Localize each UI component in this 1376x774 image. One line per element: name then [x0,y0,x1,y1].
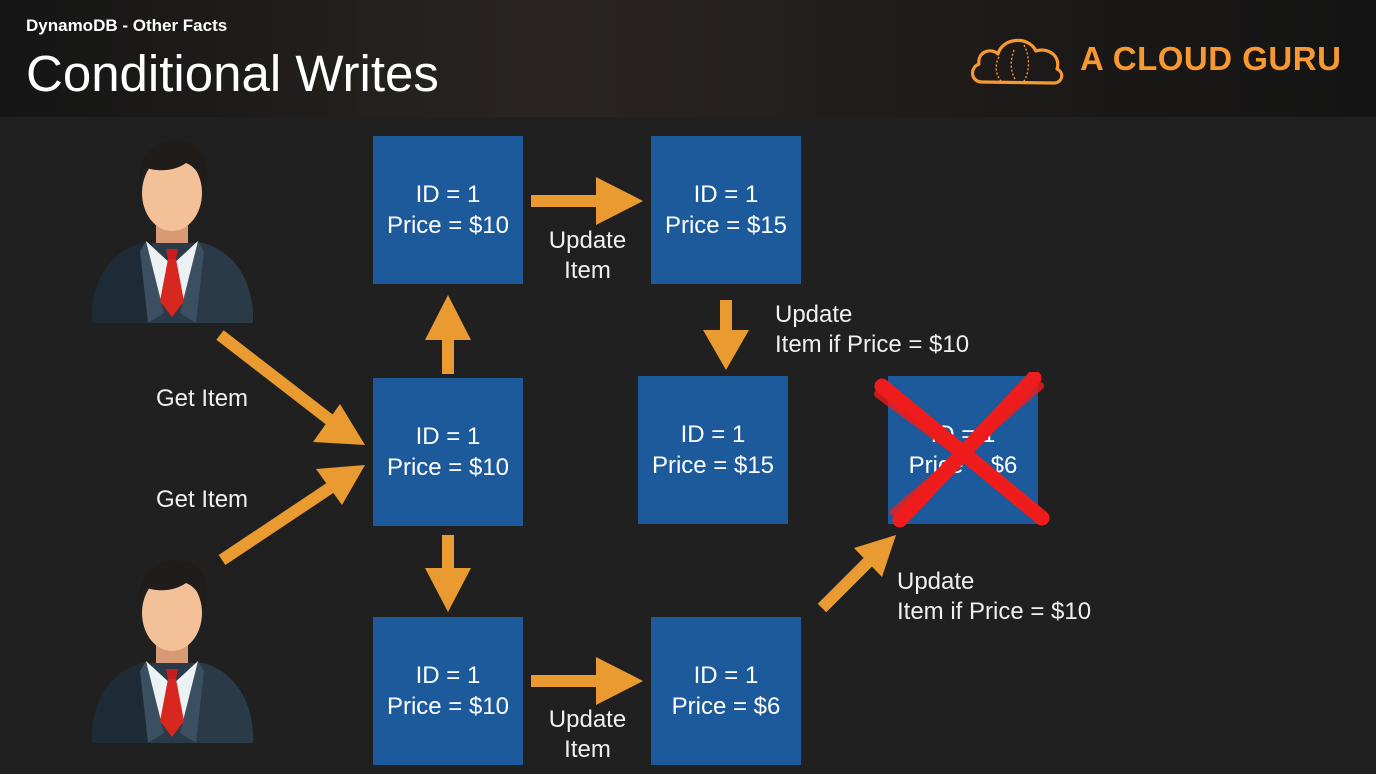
arrow-update-bottom [531,657,643,705]
item-price: Price = $10 [386,693,510,720]
item-id: ID = 1 [693,662,759,689]
section-label: DynamoDB - Other Facts [26,16,228,35]
businessman-icon [92,140,253,323]
item-id: ID = 1 [693,181,759,208]
arrow-conditional-up-head [854,535,896,577]
item-price: Price = $6 [671,693,781,720]
label-conditional-top: Update Item if Price = $10 [775,300,969,360]
item-price: Price = $10 [386,454,510,481]
item-id: ID = 1 [415,423,481,450]
item-price: Price = $15 [664,212,788,239]
arrow-get-item-top-shaft [216,330,334,425]
arrow-get-item-top-head [313,404,365,445]
label-line: Item [564,257,611,284]
label-get-item-bottom: Get Item [156,486,249,513]
brand-name: A CLOUD GURU [1080,40,1342,77]
slide-title: Conditional Writes [26,45,439,102]
cloud-logo-icon [971,38,1064,85]
label-get-item-top: Get Item [156,385,249,412]
arrow-center-down [425,535,471,612]
item-id: ID = 1 [415,181,481,208]
arrow-center-up [425,295,471,374]
item-box-center: ID = 1 Price = $10 [373,378,523,526]
item-box-top-right: ID = 1 Price = $15 [651,136,801,284]
item-box-top-left: ID = 1 Price = $10 [373,136,523,284]
slide-header: DynamoDB - Other Facts Conditional Write… [0,0,1376,117]
label-line: Item if Price = $10 [775,331,970,358]
businessman-icon [92,560,253,743]
label-line: Item [564,736,611,763]
label-line: Item if Price = $10 [897,598,1092,625]
label-update-bottom: Update Item [540,705,635,765]
label-update-top: Update Item [540,226,635,286]
arrow-conditional-up-shaft [817,557,873,613]
item-box-bottom-right: ID = 1 Price = $6 [651,617,801,765]
item-price: Price = $15 [651,452,775,479]
label-line: Update [548,227,627,254]
arrow-get-item-bottom-head [316,465,365,505]
arrow-conditional-down [703,300,749,370]
item-box-middle: ID = 1 Price = $15 [638,376,788,524]
label-line: Update [775,301,853,328]
arrow-update-top [531,177,643,225]
arrow-get-item-bottom-shaft [218,483,334,565]
label-line: Update [548,706,627,733]
item-id: ID = 1 [680,421,746,448]
brand-logo: A CLOUD GURU [968,30,1348,90]
red-x-icon [874,372,1050,528]
item-id: ID = 1 [415,662,481,689]
item-price: Price = $10 [386,212,510,239]
item-box-bottom-left: ID = 1 Price = $10 [373,617,523,765]
label-conditional-bottom: Update Item if Price = $10 [897,567,1091,627]
label-line: Update [897,568,975,595]
